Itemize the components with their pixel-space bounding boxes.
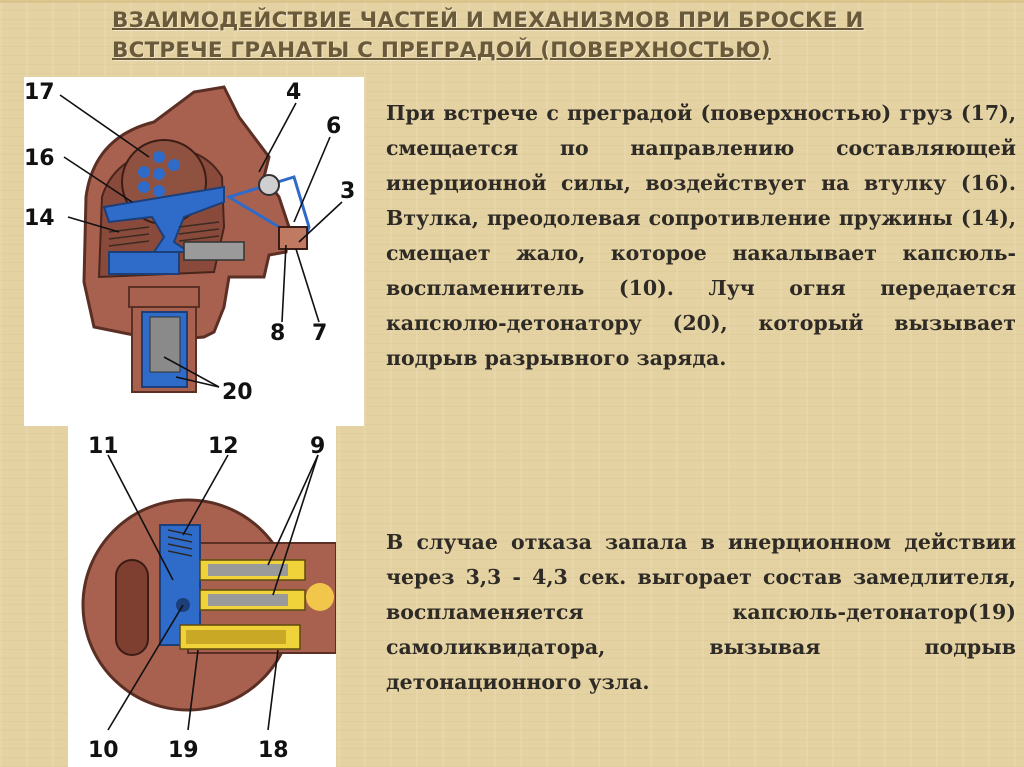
label-12: 12 [208, 434, 239, 459]
label-11: 11 [88, 434, 119, 459]
slide-title: ВЗАИМОДЕЙСТВИЕ ЧАСТЕЙ И МЕХАНИЗМОВ ПРИ Б… [112, 6, 1012, 66]
label-9: 9 [310, 434, 325, 459]
label-14: 14 [24, 206, 55, 231]
label-6: 6 [326, 114, 341, 139]
label-8: 8 [270, 321, 285, 346]
paragraph-self-destruct: В случае отказа запала в инерционном дей… [386, 530, 1016, 694]
self-destruct-diagram: 11 12 9 10 19 18 [68, 425, 336, 767]
label-7: 7 [312, 321, 327, 346]
label-3: 3 [340, 179, 355, 204]
label-19: 19 [168, 738, 199, 763]
title-line-2: ВСТРЕЧЕ ГРАНАТЫ С ПРЕГРАДОЙ (ПОВЕРХНОСТЬ… [112, 38, 771, 63]
paragraph-impact: При встрече с преградой (поверхностью) г… [386, 101, 1016, 370]
label-17: 17 [24, 80, 55, 105]
title-line-1: ВЗАИМОДЕЙСТВИЕ ЧАСТЕЙ И МЕХАНИЗМОВ ПРИ Б… [112, 8, 864, 33]
label-4: 4 [286, 80, 301, 105]
fuse-section-diagram: 17 16 14 4 6 3 8 7 20 [24, 77, 364, 426]
label-20: 20 [222, 380, 253, 405]
label-18: 18 [258, 738, 289, 763]
label-16: 16 [24, 146, 55, 171]
label-10: 10 [88, 738, 119, 763]
top-stripe [0, 0, 1024, 3]
